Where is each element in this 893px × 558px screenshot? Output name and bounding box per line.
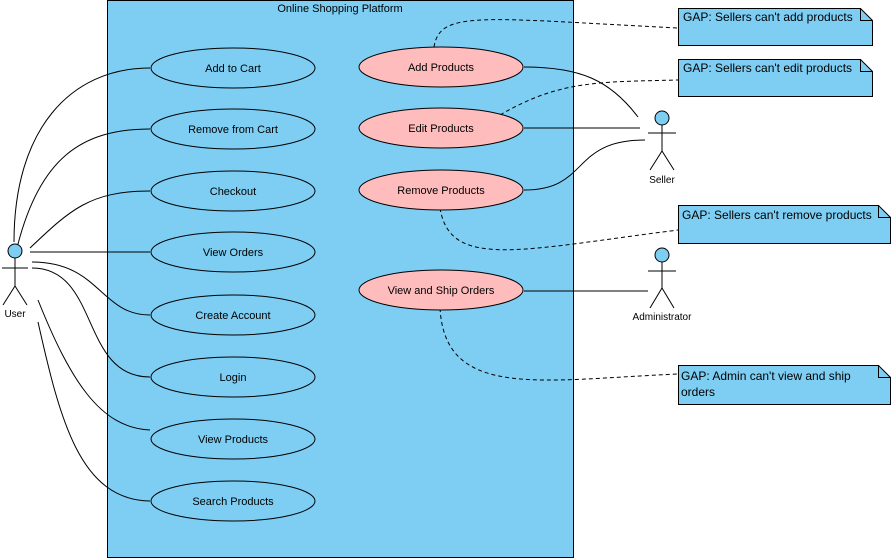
usecase-remove-products-label: Remove Products bbox=[397, 185, 485, 197]
note-add-products-text: GAP: Sellers can't add products bbox=[683, 10, 853, 24]
assoc-seller-add-products bbox=[523, 66, 639, 118]
assoc-user-view-products bbox=[37, 299, 151, 431]
actor-seller[interactable] bbox=[648, 110, 676, 171]
assoc-seller-remove-products bbox=[523, 139, 646, 191]
note-edit-products[interactable]: GAP: Sellers can't edit products bbox=[678, 59, 873, 97]
usecase-checkout-label: Checkout bbox=[210, 186, 256, 198]
usecase-view-ship-orders[interactable] bbox=[358, 269, 524, 311]
usecase-view-ship-orders-label: View and Ship Orders bbox=[388, 285, 495, 297]
assoc-user-login bbox=[31, 267, 151, 378]
assoc-user-remove-from-cart bbox=[17, 128, 151, 245]
system-title: Online Shopping Platform bbox=[277, 3, 402, 15]
assoc-user-add-to-cart bbox=[13, 67, 151, 243]
seller-admin-associations bbox=[523, 66, 648, 292]
usecase-view-products-label: View Products bbox=[198, 434, 269, 446]
note-remove-products-text: GAP: Sellers can't remove products bbox=[682, 208, 872, 222]
usecase-view-orders-label: View Orders bbox=[203, 247, 264, 259]
assoc-user-checkout bbox=[29, 190, 151, 249]
anchor-note-edit bbox=[499, 79, 679, 116]
actor-admin[interactable] bbox=[648, 247, 676, 309]
usecase-create-account[interactable] bbox=[150, 294, 316, 336]
note-admin-view-ship-line2: orders bbox=[681, 385, 715, 399]
usecase-login[interactable] bbox=[150, 356, 316, 398]
assoc-user-search-products bbox=[37, 321, 151, 502]
usecase-view-orders[interactable] bbox=[150, 231, 316, 273]
usecase-view-products[interactable] bbox=[150, 418, 316, 460]
usecase-add-products-label: Add Products bbox=[408, 62, 475, 74]
anchor-note-remove bbox=[439, 207, 679, 251]
user-use-cases: Add to Cart Remove from Cart Checkout Vi… bbox=[150, 47, 316, 522]
note-admin-view-ship[interactable]: GAP: Admin can't view and ship orders bbox=[678, 365, 891, 405]
note-edit-products-text: GAP: Sellers can't edit products bbox=[683, 61, 852, 75]
usecase-add-products[interactable] bbox=[358, 46, 524, 88]
note-add-products[interactable]: GAP: Sellers can't add products bbox=[678, 8, 873, 46]
anchor-note-add bbox=[433, 19, 679, 48]
usecase-edit-products-label: Edit Products bbox=[408, 123, 474, 135]
note-admin-view-ship-line1: GAP: Admin can't view and ship bbox=[681, 369, 851, 383]
usecase-edit-products[interactable] bbox=[358, 107, 524, 149]
actor-seller-head bbox=[654, 110, 670, 126]
usecase-add-to-cart[interactable] bbox=[150, 47, 316, 89]
user-associations bbox=[13, 67, 151, 502]
actor-user-label: User bbox=[4, 309, 26, 320]
usecase-checkout[interactable] bbox=[150, 170, 316, 212]
note-remove-products[interactable]: GAP: Sellers can't remove products bbox=[678, 205, 891, 244]
usecase-search-products[interactable] bbox=[150, 480, 316, 522]
usecase-add-to-cart-label: Add to Cart bbox=[205, 63, 261, 75]
actor-admin-head bbox=[654, 247, 670, 263]
actor-admin-label: Administrator bbox=[633, 312, 693, 323]
usecase-remove-from-cart[interactable] bbox=[150, 108, 316, 150]
usecase-create-account-label: Create Account bbox=[195, 310, 270, 322]
note-anchors bbox=[433, 19, 679, 381]
usecase-remove-from-cart-label: Remove from Cart bbox=[188, 124, 278, 136]
usecase-login-label: Login bbox=[220, 372, 247, 384]
actor-user[interactable] bbox=[2, 243, 28, 306]
usecase-remove-products[interactable] bbox=[358, 169, 524, 211]
actor-user-head bbox=[7, 243, 23, 259]
gap-use-cases: Add Products Edit Products Remove Produc… bbox=[358, 46, 524, 311]
usecase-search-products-label: Search Products bbox=[192, 496, 274, 508]
anchor-note-admin bbox=[439, 307, 679, 381]
assoc-user-create-account bbox=[31, 261, 151, 316]
actor-seller-label: Seller bbox=[649, 175, 675, 186]
